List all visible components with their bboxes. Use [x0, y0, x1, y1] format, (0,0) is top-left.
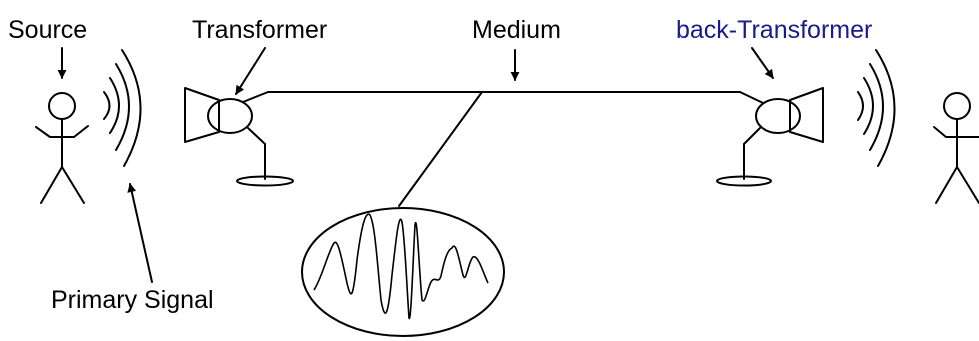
transformer-arrow	[235, 47, 266, 95]
medium-label: Medium	[472, 16, 561, 44]
waveform-bubble	[301, 207, 505, 337]
primary-signal-arrow	[127, 183, 153, 283]
back-transformer-speaker	[716, 87, 824, 187]
source-person-figure	[35, 92, 89, 204]
receiver-sound-waves	[857, 49, 896, 167]
transformer-speaker	[184, 87, 294, 187]
source-sound-waves	[103, 49, 142, 167]
medium-waveform-connector	[398, 91, 483, 207]
back-transformer-label: back-Transformer	[676, 16, 872, 44]
back-transformer-arrow	[751, 47, 774, 79]
medium-line	[242, 91, 764, 104]
source-label: Source	[8, 16, 87, 44]
waveform-signal	[313, 213, 489, 320]
receiver-person-figure	[933, 92, 979, 204]
primary-signal-label: Primary Signal	[51, 286, 214, 314]
transformer-label: Transformer	[192, 16, 327, 44]
